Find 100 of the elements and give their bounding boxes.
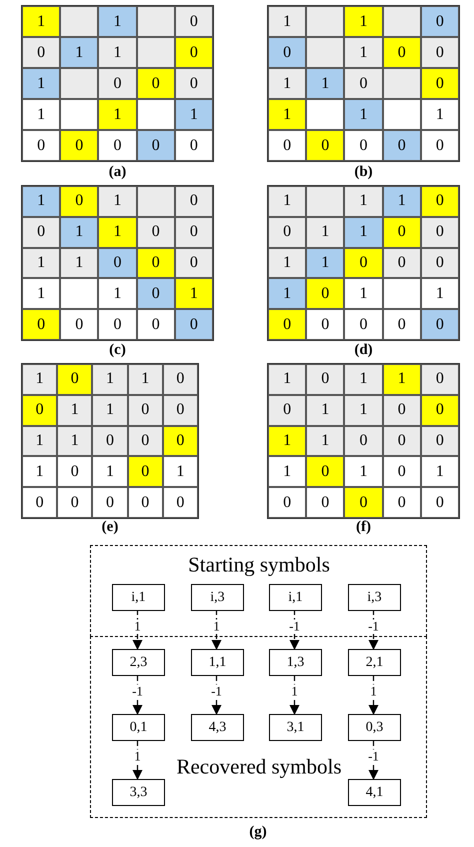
arrow — [132, 676, 142, 715]
process-box: 1,3 — [269, 649, 322, 676]
grid-cell: 0 — [162, 487, 198, 518]
grid-cell: 0 — [136, 278, 175, 310]
grid-cell: 1 — [60, 37, 98, 68]
grid-cell: 1 — [382, 186, 421, 217]
grid-cell: 0 — [60, 309, 98, 340]
grid-cell: 1 — [128, 364, 163, 395]
grid-cell: 0 — [22, 487, 58, 518]
arrow — [368, 741, 378, 780]
grid-cell: 0 — [174, 309, 213, 340]
grid-cell: 0 — [98, 68, 137, 99]
grid-cell: 0 — [382, 394, 421, 426]
grid-cell: 1 — [60, 248, 98, 278]
grid-cell: 1 — [268, 456, 306, 488]
grid-cell: 0 — [268, 130, 306, 161]
arrow — [290, 610, 300, 650]
grid-cell: 0 — [22, 37, 60, 68]
grid-cell: 1 — [268, 278, 306, 310]
grid-cell: 0 — [420, 6, 459, 37]
grid-cell: 1 — [344, 364, 383, 395]
grid-cell: 0 — [420, 364, 459, 395]
grid-cell: 1 — [306, 394, 344, 426]
figure-caption: (d) — [353, 342, 374, 359]
grid-cell: 1 — [98, 6, 137, 37]
grid-cell: 1 — [98, 186, 137, 217]
grid-cell: 0 — [306, 364, 344, 395]
grid-cell: 0 — [162, 394, 198, 426]
grid-cell: 1 — [344, 99, 383, 130]
figure-caption: (c) — [108, 342, 127, 359]
grid-cell: 0 — [420, 309, 459, 340]
figure-caption: (f) — [355, 519, 372, 536]
grid-cell: 1 — [162, 456, 198, 488]
grid-cell: 0 — [268, 394, 306, 426]
grid-cell: 0 — [136, 216, 175, 248]
grid-cell: 0 — [344, 248, 383, 278]
process-box: 4,3 — [191, 714, 244, 741]
grid-cell: 0 — [174, 37, 213, 68]
grid-cell: 1 — [344, 394, 383, 426]
grid-cell: 1 — [268, 248, 306, 278]
process-box: 1,1 — [191, 649, 244, 676]
grid-cell: 1 — [306, 426, 344, 456]
grid-cell: 1 — [92, 394, 128, 426]
grid-cell: 0 — [306, 487, 344, 518]
grid-cell: 1 — [92, 456, 128, 488]
figure-caption: (a) — [108, 164, 128, 181]
grid-cell: 1 — [344, 6, 383, 37]
edge-label: -1 — [210, 684, 223, 698]
grid-cell: 0 — [420, 487, 459, 518]
grid-cell: 1 — [344, 456, 383, 488]
grid-cell: 0 — [306, 278, 344, 310]
grid-cell: 1 — [382, 364, 421, 395]
grid-cell: 0 — [382, 456, 421, 488]
grid-cell: 0 — [306, 456, 344, 488]
grid-cell: 1 — [22, 364, 58, 395]
grid-cell: 1 — [420, 278, 459, 310]
grid-cell: 1 — [344, 278, 383, 310]
grid-cell: 0 — [22, 394, 58, 426]
grid-cell: 0 — [420, 394, 459, 426]
figure-caption: (b) — [353, 164, 374, 181]
grid-cell: 0 — [344, 130, 383, 161]
grid-cell: 1 — [306, 248, 344, 278]
region-title: Recovered symbols — [176, 754, 342, 780]
edge-label: 1 — [369, 684, 378, 698]
grid-cell: 0 — [382, 487, 421, 518]
process-box: 3,1 — [269, 714, 322, 741]
grid-cell: 1 — [98, 278, 137, 310]
grid-cell: 0 — [306, 130, 344, 161]
grid-cell: 1 — [57, 394, 92, 426]
process-box: 0,1 — [112, 714, 165, 741]
grid-cell: 0 — [60, 130, 98, 161]
grid-cell: 1 — [306, 216, 344, 248]
grid-cell: 0 — [174, 248, 213, 278]
grid-cell: 0 — [344, 309, 383, 340]
grid-cell: 1 — [344, 216, 383, 248]
dashed-region — [90, 636, 427, 818]
grid-cell: 1 — [22, 99, 60, 130]
grid-cell: 0 — [57, 487, 92, 518]
arrow — [368, 610, 378, 650]
grid-cell: 1 — [57, 426, 92, 456]
grid-cell: 0 — [174, 68, 213, 99]
grid-cell: 0 — [128, 426, 163, 456]
grid-cell: 1 — [344, 186, 383, 217]
grid-cell: 0 — [60, 186, 98, 217]
edge-label: -1 — [367, 750, 380, 762]
grid-cell: 1 — [22, 278, 60, 310]
grid-cell: 1 — [268, 6, 306, 37]
grid-cell: 0 — [174, 130, 213, 161]
grid-cell: 0 — [128, 456, 163, 488]
grid-cell: 0 — [344, 68, 383, 99]
region-title: Starting symbols — [188, 552, 330, 578]
grid-cell: 1 — [22, 248, 60, 278]
grid-cell: 1 — [174, 278, 213, 310]
grid-cell: 0 — [128, 394, 163, 426]
grid-cell: 1 — [268, 68, 306, 99]
process-box: 2,1 — [348, 649, 401, 676]
grid-cell: 0 — [136, 248, 175, 278]
grid-cell: 1 — [22, 6, 60, 37]
edge-label: 1 — [212, 619, 221, 632]
grid-cell: 0 — [382, 426, 421, 456]
